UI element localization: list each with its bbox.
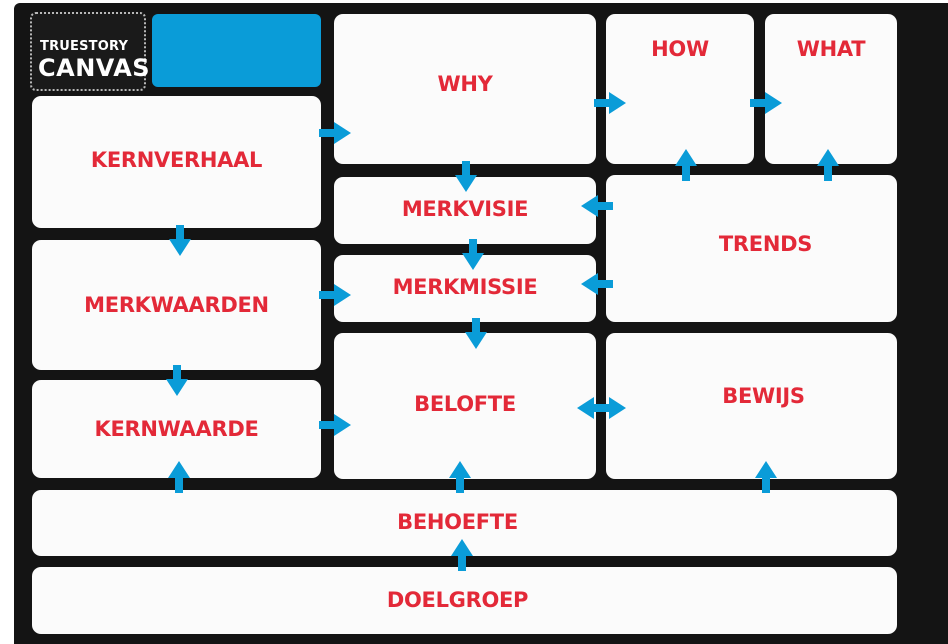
arrow-merkwaarden-to-kernwaarde	[166, 365, 188, 396]
arrow-kernwaarde-to-belofte	[319, 414, 351, 436]
arrow-why-to-how	[594, 92, 626, 114]
arrow-how-to-what	[750, 92, 782, 114]
label-bewijs: BEWIJS	[722, 384, 805, 408]
arrow-trends-to-merkvisie	[581, 195, 613, 217]
label-merkmissie: MERKMISSIE	[392, 274, 538, 299]
box-trends: TRENDS	[606, 175, 897, 322]
logo-line-2: CANVAS	[38, 54, 151, 82]
logo-line-1: TRUESTORY	[40, 39, 129, 54]
arrow-behoefte-to-kernwaarde	[168, 461, 190, 493]
arrow-kernverhaal-to-why	[319, 122, 351, 144]
label-belofte: BELOFTE	[414, 392, 516, 416]
box-belofte: BELOFTE	[334, 333, 596, 479]
box-merkwaarden: MERKWAARDEN	[32, 240, 321, 370]
accent-block	[152, 14, 321, 87]
arrow-why-to-merkvisie	[455, 161, 477, 192]
box-what: WHAT	[765, 14, 897, 164]
label-doelgroep: DOELGROEP	[386, 587, 529, 612]
label-kernwaarde: KERNWAARDE	[94, 417, 259, 441]
arrow-trends-to-what	[817, 149, 839, 181]
arrow-kernverhaal-to-merkwaarden	[169, 225, 191, 256]
label-what: WHAT	[796, 37, 866, 61]
box-kernwaarde: KERNWAARDE	[32, 380, 321, 478]
truestory-canvas-logo: TRUESTORY CANVAS	[30, 12, 150, 91]
arrow-doelgroep-to-behoefte	[451, 539, 473, 571]
label-why: WHY	[437, 72, 493, 96]
box-kernverhaal: KERNVERHAAL	[32, 96, 321, 228]
box-merkmissie: MERKMISSIE	[334, 255, 596, 322]
box-why: WHY	[334, 14, 596, 164]
label-merkvisie: MERKVISIE	[401, 196, 529, 221]
label-kernverhaal: KERNVERHAAL	[90, 148, 263, 172]
arrow-trends-to-merkmissie	[581, 273, 613, 295]
label-behoefte: BEHOEFTE	[397, 510, 518, 534]
arrow-merkwaarden-to-merkmissie	[319, 284, 351, 306]
label-how: HOW	[651, 37, 709, 61]
arrow-merkmissie-to-belofte	[465, 318, 487, 349]
arrow-merkvisie-to-merkmissie	[462, 239, 484, 270]
arrow-trends-to-how	[675, 149, 697, 181]
label-merkwaarden: MERKWAARDEN	[84, 293, 269, 317]
arrow-belofte-bewijs-double	[577, 397, 626, 419]
arrow-behoefte-to-belofte	[449, 461, 471, 493]
box-how: HOW	[606, 14, 754, 164]
box-bewijs: BEWIJS	[606, 333, 897, 479]
box-doelgroep: DOELGROEP	[32, 567, 897, 634]
arrow-behoefte-to-bewijs	[755, 461, 777, 493]
label-trends: TRENDS	[718, 231, 813, 256]
